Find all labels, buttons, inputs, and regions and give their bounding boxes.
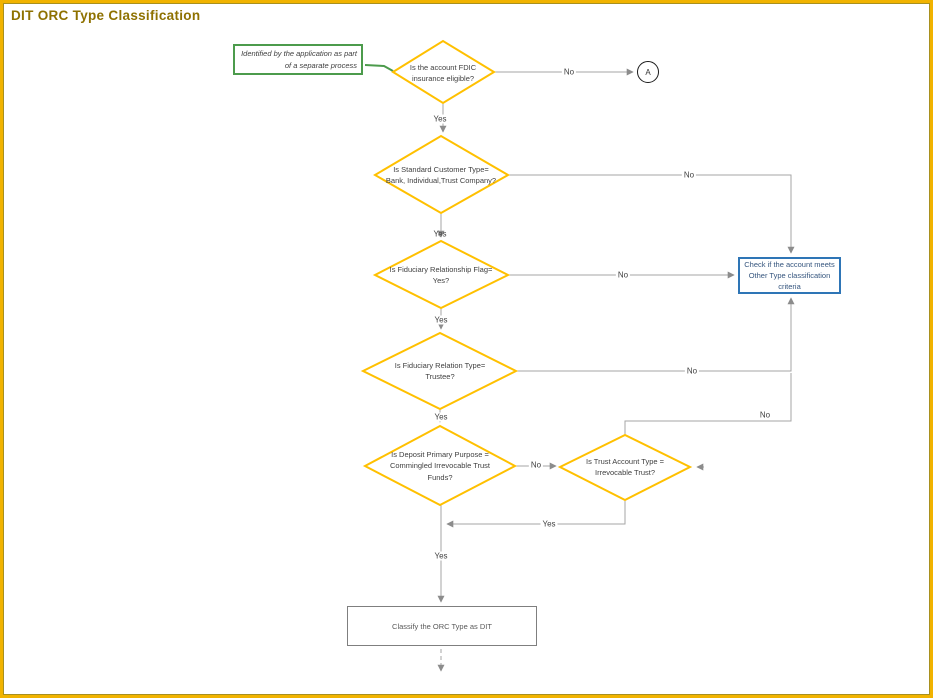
edge-label-relation-yes: Yes <box>432 412 450 422</box>
annotation-box[interactable]: Identified by the application as part of… <box>233 44 363 75</box>
decision-customer-type-label: Is Standard Customer Type= Bank, Individ… <box>385 164 497 185</box>
edge-trust-no <box>624 373 792 435</box>
flowchart-canvas <box>360 39 795 672</box>
decision-fdic-label: Is the account FDIC insurance eligible? <box>409 62 477 83</box>
edge-label-customer-yes: Yes <box>433 229 447 239</box>
off-page-connector-a[interactable]: A <box>637 61 659 83</box>
edge-label-relation-no: No <box>684 366 700 376</box>
edge-trust-yes <box>446 500 626 528</box>
edge-label-purpose-no: No <box>528 460 544 470</box>
process-classify-dit-label: Classify the ORC Type as DIT <box>392 621 492 631</box>
edge-customer-no <box>508 174 795 254</box>
decision-fdic-shape[interactable] <box>391 39 496 105</box>
decision-deposit-purpose-shape[interactable] <box>362 424 518 507</box>
edge-label-purpose-yes: Yes <box>432 551 450 561</box>
off-page-connector-a-label: A <box>645 67 651 77</box>
process-other-type-check[interactable]: Check if the account meets Other Type cl… <box>738 257 841 294</box>
edge-label-fdic-yes: Yes <box>431 114 449 124</box>
decision-trust-account-label: Is Trust Account Type = Irrevocable Trus… <box>585 456 665 477</box>
decision-fiduciary-relation-shape[interactable] <box>360 331 519 411</box>
edge-label-flag-yes: Yes <box>432 315 450 325</box>
annotation-text: Identified by the application as part of… <box>241 49 357 70</box>
decision-customer-type-shape[interactable] <box>373 134 511 215</box>
process-other-type-check-label: Check if the account meets Other Type cl… <box>744 259 835 292</box>
decision-fiduciary-relation-label: Is Fiduciary Relation Type= Trustee? <box>394 360 486 381</box>
process-classify-dit[interactable]: Classify the ORC Type as DIT <box>347 606 537 646</box>
edge-label-trust-yes: Yes <box>540 519 558 529</box>
annotation-connector <box>364 64 394 72</box>
decision-trust-account-shape[interactable] <box>557 433 693 502</box>
edge-label-fdic-no: No <box>561 67 577 77</box>
decision-fiduciary-flag-shape[interactable] <box>372 239 511 310</box>
page-title: DIT ORC Type Classification <box>11 8 201 23</box>
edge-relation-no <box>516 297 795 372</box>
decision-deposit-purpose-label: Is Deposit Primary Purpose = Commingled … <box>389 450 491 482</box>
edge-label-customer-no: No <box>681 170 697 180</box>
edge-label-flag-no: No <box>615 270 631 280</box>
edge-label-trust-no: No <box>757 410 773 420</box>
decision-fiduciary-flag-label: Is Fiduciary Relationship Flag= Yes? <box>389 264 493 285</box>
